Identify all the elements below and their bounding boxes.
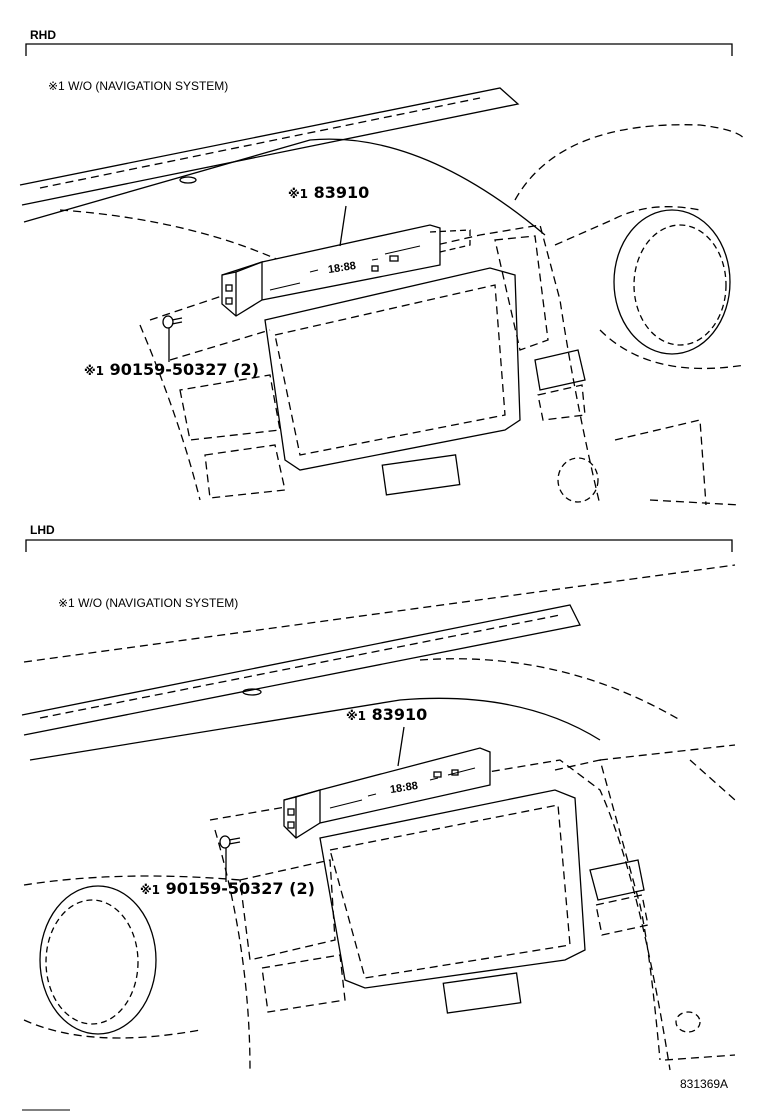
rhd-part-number-90159: 90159-50327 (2) bbox=[109, 360, 259, 379]
figure-code: 831369A bbox=[680, 1077, 729, 1091]
rhd-callout-mark: ※1 bbox=[84, 364, 105, 378]
lhd-leader-83910 bbox=[397, 726, 405, 767]
lhd-dash-top bbox=[29, 697, 601, 761]
rhd-dash-top bbox=[23, 138, 546, 236]
rhd-section-label: RHD bbox=[30, 28, 56, 42]
lhd-callout-90159: ※1 90159-50327 (2) bbox=[140, 881, 315, 897]
lhd-section-label: LHD bbox=[30, 523, 55, 537]
lhd-callout-83910: ※1 83910 bbox=[346, 707, 427, 723]
rhd-lower-slot bbox=[381, 454, 461, 496]
rhd-section-bracket bbox=[25, 43, 733, 56]
lhd-screw-90159 bbox=[219, 835, 241, 849]
rhd-screen-recess bbox=[264, 267, 521, 471]
lhd-windshield-line bbox=[21, 604, 581, 736]
lhd-lower-slot bbox=[442, 972, 522, 1014]
rhd-gauge-ring bbox=[613, 209, 731, 355]
rhd-callout-90159: ※1 90159-50327 (2) bbox=[84, 362, 259, 378]
lhd-clock-unit bbox=[283, 747, 491, 839]
lhd-screen-recess bbox=[319, 789, 586, 989]
lhd-callout-mark: ※1 bbox=[140, 883, 161, 897]
rhd-leader-83910 bbox=[339, 205, 347, 247]
rhd-callout-mark: ※1 bbox=[288, 187, 309, 201]
rhd-windshield-line bbox=[19, 87, 520, 206]
lhd-center-panel-outline bbox=[209, 759, 671, 1071]
rhd-center-panel-outline bbox=[149, 224, 601, 506]
rhd-option-note: ※1 W/O (NAVIGATION SYSTEM) bbox=[48, 79, 229, 93]
rhd-part-number-83910: 83910 bbox=[313, 183, 370, 202]
lhd-section-bracket bbox=[25, 539, 733, 552]
rhd-diagram bbox=[19, 43, 746, 506]
rhd-screw-90159 bbox=[162, 315, 183, 329]
lhd-gauge-ring bbox=[39, 885, 157, 1035]
lhd-callout-mark: ※1 bbox=[346, 709, 367, 723]
lhd-option-note: ※1 W/O (NAVIGATION SYSTEM) bbox=[58, 596, 239, 610]
lhd-part-number-90159: 90159-50327 (2) bbox=[165, 879, 315, 898]
lhd-diagram bbox=[21, 539, 736, 1071]
rhd-callout-83910: ※1 83910 bbox=[288, 185, 369, 201]
rhd-clock-unit bbox=[221, 224, 471, 317]
lhd-part-number-83910: 83910 bbox=[371, 705, 428, 724]
